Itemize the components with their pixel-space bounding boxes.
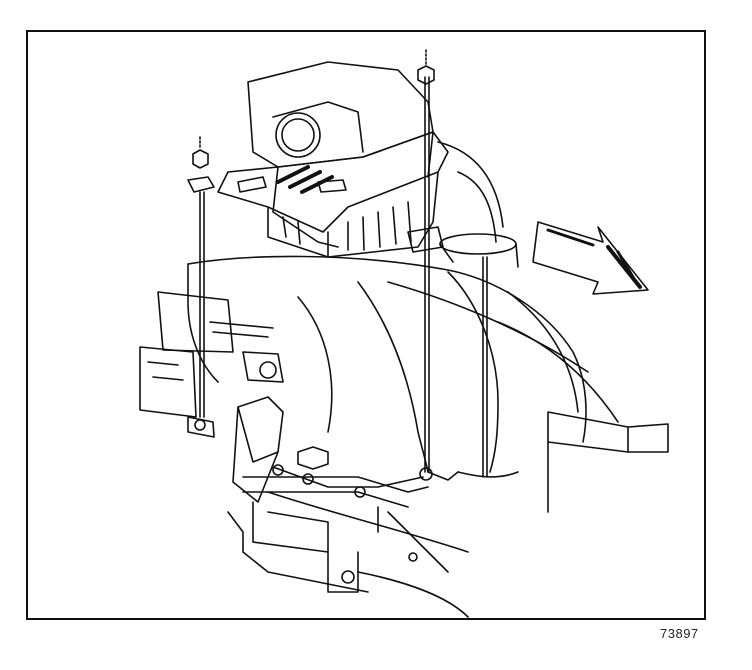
air-cleaner-installation-diagram [139, 49, 669, 618]
mounting-bracket [187, 396, 519, 593]
front-of-vehicle-arrow [532, 221, 649, 295]
bolts [199, 76, 488, 478]
intake-duct [407, 141, 519, 268]
body-panel-lines [267, 281, 619, 618]
air-cleaner-housing [217, 61, 449, 258]
figure-frame [26, 30, 706, 620]
side-bracket [139, 291, 284, 418]
figure-number: 73897 [660, 626, 699, 641]
nuts [187, 49, 435, 193]
